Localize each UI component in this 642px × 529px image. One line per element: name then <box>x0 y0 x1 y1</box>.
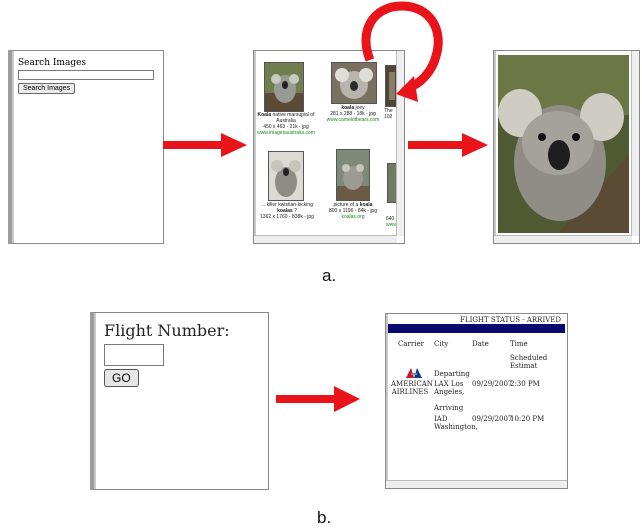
horizontal-scrollbar[interactable] <box>254 235 397 243</box>
arrow-right-icon <box>408 133 488 157</box>
koala-thumbnail-5[interactable] <box>336 149 370 201</box>
horizontal-scrollbar[interactable] <box>386 480 567 488</box>
arriving-date: 09/29/2007 <box>472 415 513 423</box>
vertical-scrollbar[interactable] <box>631 51 639 236</box>
search-images-form: Search Images Search Images <box>8 50 164 244</box>
header-date: Date <box>472 340 489 348</box>
header-carrier: Carrier <box>398 340 424 348</box>
search-title: Search Images <box>18 58 87 68</box>
go-button[interactable]: GO <box>104 369 139 387</box>
flight-number-form: Flight Number: GO <box>90 312 269 490</box>
result-caption-2: koala joey 281 x 288 - 18k - jpg www.cam… <box>326 105 380 123</box>
image-results-page: Koala native marsupial of Australia 450 … <box>253 50 405 244</box>
result-caption-5: picture of a koala 800 x 1196 - 84k - jp… <box>329 202 377 220</box>
full-image-view <box>493 50 640 244</box>
header-city: City <box>434 340 449 348</box>
arriving-time: 10:20 PM <box>510 415 545 423</box>
vertical-scrollbar[interactable] <box>396 51 404 236</box>
header-time: Time <box>510 340 528 348</box>
header-scheduled-estimated: Scheduled Estimat <box>510 354 548 370</box>
flight-number-input[interactable] <box>104 344 164 366</box>
departing-label: Departing <box>434 370 470 378</box>
search-images-button[interactable]: Search Images <box>18 83 76 94</box>
status-title: FLIGHT STATUS - ARRIVED <box>460 316 561 324</box>
arrow-right-icon <box>276 386 360 412</box>
result-caption-1: Koala native marsupial of Australia 450 … <box>257 112 315 136</box>
flight-status-page: FLIGHT STATUS - ARRIVED Carrier City Dat… <box>385 313 568 489</box>
arrow-right-icon <box>163 133 247 157</box>
koala-thumbnail-2[interactable] <box>331 62 377 104</box>
arriving-label: Arriving <box>434 404 464 412</box>
loop-arrow-icon <box>361 1 443 102</box>
koala-thumbnail-4[interactable] <box>268 151 304 201</box>
horizontal-scrollbar[interactable] <box>494 235 632 243</box>
koala-thumbnail-1[interactable] <box>264 62 304 112</box>
status-header-bar <box>388 324 565 333</box>
koala-image <box>498 55 629 233</box>
flight-number-label: Flight Number: <box>104 321 230 340</box>
caption-a: a. <box>322 266 337 285</box>
search-input[interactable] <box>18 70 154 80</box>
departing-date: 09/29/2007 <box>472 380 513 388</box>
american-airlines-logo-icon <box>406 368 422 378</box>
caption-b: b. <box>317 508 332 527</box>
result-caption-4: ... killer kwistian-kicking koalas ? 136… <box>260 202 314 220</box>
departing-time: 2:30 PM <box>510 380 540 388</box>
